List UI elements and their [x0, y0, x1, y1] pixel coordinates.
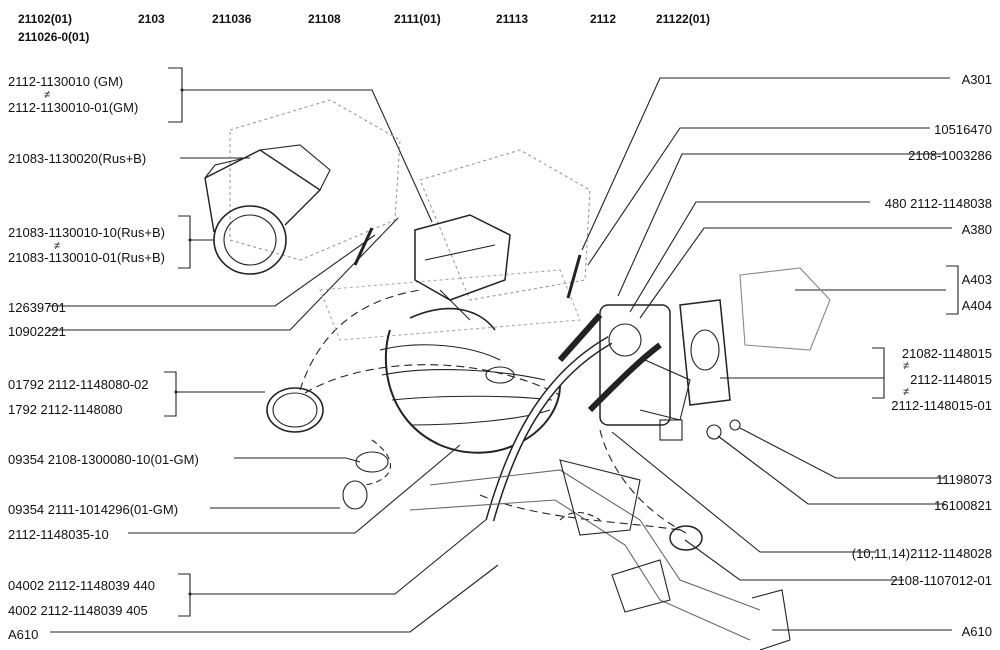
part-12639701: 12639701	[8, 300, 66, 315]
model-211026: 211026-0(01)	[18, 30, 90, 44]
model-21113: 21113	[496, 12, 529, 26]
part-10902221: 10902221	[8, 324, 66, 339]
part-a610-left: A610	[8, 627, 39, 642]
part-1792-2112-1148080: 1792 2112-1148080	[8, 402, 123, 417]
part-2112-1148028: (10,11,14)2112-1148028	[851, 546, 992, 561]
part-21083-1130010-10: 21083-1130010-10(Rus+B)	[8, 225, 165, 240]
model-21108: 21108	[308, 12, 341, 26]
model-211036: 211036	[212, 12, 252, 26]
part-09354-2111-1014296: 09354 2111-1014296(01-GM)	[8, 502, 179, 517]
part-2112-1148015: 2112-1148015	[910, 372, 992, 387]
part-01792-2112-1148080-02: 01792 2112-1148080-02	[8, 377, 149, 392]
part-04002-2112-1148039-440: 04002 2112-1148039 440	[8, 578, 155, 593]
part-09354-2108-1300080-10: 09354 2108-1300080-10(01-GM)	[8, 452, 199, 467]
part-2112-1148015-01: 2112-1148015-01	[891, 398, 992, 413]
model-2103: 2103	[138, 12, 165, 26]
model-2111: 2111(01)	[394, 12, 441, 26]
part-16100821: 16100821	[934, 498, 992, 513]
part-a610-right: A610	[961, 624, 992, 639]
not-equal-symbol: ≠	[54, 240, 61, 252]
part-4002-2112-1148039-405: 4002 2112-1148039 405	[8, 603, 148, 618]
part-480-2112-1148038: 480 2112-1148038	[884, 196, 992, 211]
not-equal-symbol: ≠	[903, 360, 910, 372]
part-2112-1130010-01-gm: 2112-1130010-01(GM)	[8, 100, 139, 115]
part-a404: A404	[961, 298, 992, 313]
part-21082-1148015: 21082-1148015	[901, 346, 992, 361]
not-equal-symbol: ≠	[903, 386, 910, 398]
model-21122: 21122(01)	[656, 12, 711, 26]
part-2108-1107012-01: 2108-1107012-01	[890, 573, 992, 588]
part-21083-1130010-01: 21083-1130010-01(Rus+B)	[8, 250, 165, 265]
part-a301: A301	[961, 72, 992, 87]
not-equal-symbol: ≠	[44, 89, 51, 101]
part-2112-1130010-gm: 2112-1130010 (GM)	[8, 74, 124, 89]
model-21102: 21102(01)	[18, 12, 73, 26]
part-21083-1130020: 21083-1130020(Rus+B)	[8, 151, 147, 166]
part-11198073: 11198073	[936, 472, 992, 487]
part-10516470: 10516470	[934, 122, 992, 137]
model-2112: 2112	[590, 12, 617, 26]
part-a380: A380	[961, 222, 992, 237]
part-a403: A403	[961, 272, 992, 287]
part-2112-1148035-10: 2112-1148035-10	[8, 527, 109, 542]
part-2108-1003286: 2108-1003286	[908, 148, 992, 163]
